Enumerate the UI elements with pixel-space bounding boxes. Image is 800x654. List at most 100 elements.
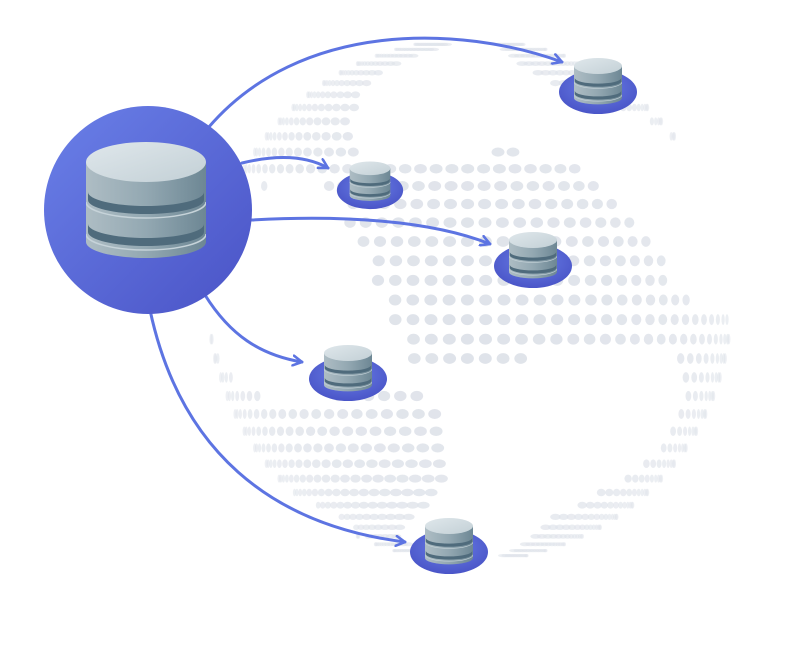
globe-dot (492, 163, 506, 174)
globe-dot (644, 474, 650, 483)
globe-dot (658, 314, 668, 326)
replica-database (410, 517, 488, 574)
globe-dot (425, 353, 439, 364)
globe-dot (568, 274, 581, 286)
globe-dot (295, 103, 299, 112)
globe-dot (606, 198, 617, 210)
globe-dot (718, 372, 722, 383)
globe-dot (269, 459, 273, 468)
globe-dot (406, 294, 420, 306)
globe-dot (253, 409, 260, 419)
globe-dot (424, 488, 438, 497)
globe-dot (261, 181, 268, 191)
globe-dot (238, 409, 242, 419)
globe-dot (532, 333, 546, 345)
globe-dot (626, 488, 633, 497)
globe-dot (603, 513, 609, 520)
globe-dot (719, 353, 723, 364)
globe-dot (513, 217, 527, 228)
globe-dot (460, 274, 474, 286)
globe-dot (445, 163, 459, 174)
globe-dot (356, 534, 361, 539)
globe-dot (550, 314, 564, 326)
globe-dot (324, 501, 332, 509)
globe-dot (424, 255, 438, 267)
globe-dot (247, 426, 251, 437)
globe-dot (542, 181, 555, 191)
globe-dot (601, 314, 613, 326)
globe-dot (354, 459, 366, 468)
globe-dot (406, 274, 420, 286)
globe-dot (407, 236, 421, 247)
replica-database (494, 231, 572, 288)
globe-dot (684, 443, 688, 453)
globe-dot (424, 294, 438, 306)
globe-dot (550, 80, 561, 87)
globe-dot (401, 443, 415, 453)
globe-dot (256, 163, 262, 174)
globe-dot (256, 426, 262, 437)
globe-dot (424, 314, 438, 326)
globe-dot (442, 274, 456, 286)
globe-dot (224, 372, 228, 383)
globe-dot (242, 409, 247, 419)
globe-dot (276, 426, 285, 437)
globe-dot (479, 255, 492, 267)
globe-dot (307, 91, 311, 99)
globe-dot (691, 426, 695, 437)
database-icon (425, 517, 473, 565)
globe-dot (412, 181, 425, 191)
arrow-icon (203, 293, 304, 362)
globe-dot (324, 147, 334, 157)
globe-dot (547, 69, 559, 76)
globe-dot (544, 548, 548, 553)
globe-dot (615, 255, 626, 267)
globe-dot (659, 474, 664, 483)
globe-dot (394, 524, 406, 531)
globe-dot (695, 353, 702, 364)
globe-dot (596, 488, 606, 497)
globe-dot (389, 488, 402, 497)
globe-dot (330, 91, 338, 99)
globe-dot (703, 353, 709, 364)
globe-dot (599, 333, 611, 345)
globe-dot (563, 217, 576, 228)
globe-dot (294, 147, 302, 157)
globe-dot (346, 69, 351, 76)
globe-dot (391, 459, 404, 468)
globe-dot (666, 459, 670, 468)
globe-dot (667, 443, 673, 453)
globe-dot (281, 117, 286, 126)
globe-dot (711, 390, 716, 402)
globe-dot (261, 409, 268, 419)
globe-dot (631, 314, 642, 326)
globe-dot (568, 314, 581, 326)
globe-dot (408, 474, 422, 483)
globe-dot (662, 459, 667, 468)
globe-dot (645, 274, 655, 286)
globe-dot (338, 80, 345, 87)
globe-dot (428, 409, 442, 419)
globe-dot (387, 443, 400, 453)
globe-dot (303, 147, 312, 157)
globe-dot (412, 488, 426, 497)
globe-dot (336, 501, 345, 509)
globe-dot (461, 198, 475, 210)
globe-dot (514, 353, 528, 364)
globe-dot (295, 163, 304, 174)
globe-dot (378, 459, 391, 468)
globe-dot (431, 443, 445, 453)
globe-dot (573, 524, 582, 531)
globe-dot (336, 91, 345, 99)
globe-dot (528, 198, 542, 210)
globe-dot (691, 409, 696, 419)
globe-dot (321, 459, 331, 468)
globe-dot (443, 217, 457, 228)
globe-dot (533, 314, 546, 326)
globe-dot (700, 409, 704, 419)
globe-dot (391, 61, 402, 66)
globe-dot (372, 255, 385, 267)
globe-dot (350, 474, 361, 483)
globe-dot (645, 103, 650, 112)
globe-dot (303, 443, 312, 453)
